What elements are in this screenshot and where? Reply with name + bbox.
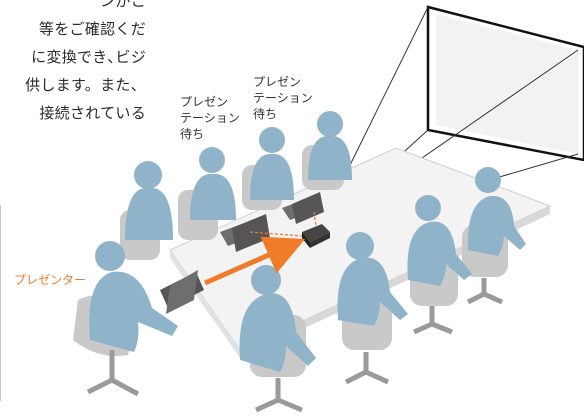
left-border-line — [0, 205, 1, 401]
bg-text-line-1: ンがこ — [100, 0, 146, 10]
bg-text-line-4: 供します。また、 — [25, 76, 146, 94]
presenter-arrow — [203, 236, 306, 286]
connection-lines — [249, 211, 317, 237]
laptop-icon — [220, 192, 324, 252]
presenter-label: プレゼンター — [14, 273, 87, 287]
waiting-label-2: プレゼン テーション 待ち — [253, 75, 313, 121]
chair-bases — [254, 278, 504, 413]
bg-text-line-3: に変換でき､ビジ — [31, 48, 146, 66]
bg-text-line-2: 等をご確認くだ — [38, 20, 146, 38]
projector-icon — [302, 224, 330, 248]
screen-icon — [426, 5, 584, 162]
presenter-figure — [73, 241, 204, 397]
person-icon — [125, 111, 352, 240]
bg-text-line-5: 接続されている — [39, 104, 146, 122]
waiting-label-1: プレゼン テーション 待ち — [180, 95, 240, 141]
